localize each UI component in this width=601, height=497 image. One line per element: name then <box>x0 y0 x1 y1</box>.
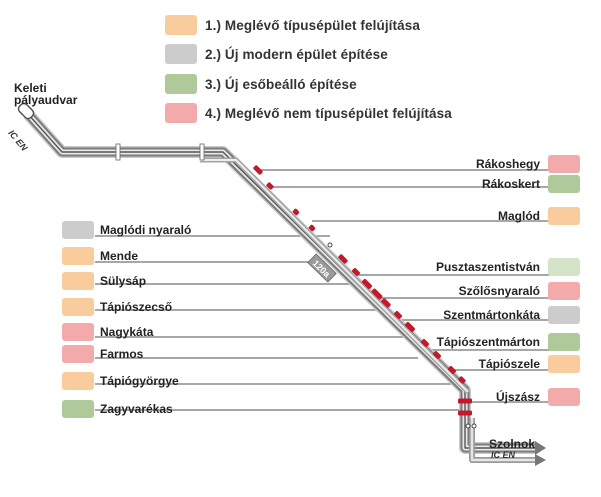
terminal-keleti-line2: pályaudvar <box>14 93 78 107</box>
legend-item-1: 1.) Meglévő típusépület felújítása <box>165 14 420 36</box>
platform-marker <box>433 351 441 359</box>
station-label: Maglódi nyaraló <box>100 223 192 237</box>
station-label: Sülysáp <box>100 274 147 288</box>
legend-swatch-1 <box>165 15 197 35</box>
station-swatch <box>548 207 580 225</box>
platform-marker <box>458 398 472 404</box>
station-swatch <box>548 155 580 173</box>
station-swatch <box>62 247 94 265</box>
terminal-szolnok-name: Szolnok <box>489 437 536 451</box>
platform-marker <box>266 182 274 190</box>
platform-marker <box>394 311 402 319</box>
station-swatch <box>548 333 580 351</box>
station-farmos: Farmos <box>62 345 143 363</box>
station-label: Maglód <box>498 209 540 223</box>
station-rakoshegy: Rákoshegy <box>420 155 580 173</box>
track-separators <box>115 143 205 161</box>
station-szolosnyaralo: Szőlősnyaraló <box>420 282 580 300</box>
legend-label-4: 4.) Meglévő nem típusépület felújítása <box>205 105 452 121</box>
station-swatch <box>548 355 580 373</box>
platform-marker <box>458 410 472 416</box>
station-swatch <box>548 258 580 276</box>
platform-marker <box>361 278 373 290</box>
station-label: Tápiószentmárton <box>436 335 540 349</box>
station-label: Farmos <box>100 347 144 361</box>
terminal-keleti-line1: Keleti <box>14 81 47 95</box>
platform-markers <box>253 165 472 416</box>
station-swatch <box>548 175 580 193</box>
station-label: Pusztaszentistván <box>435 260 540 274</box>
station-tapioszecso: Tápiószecső <box>62 298 172 316</box>
legend-swatch-2 <box>165 44 197 64</box>
station-maglodi-nyaralo: Maglódi nyaraló <box>62 221 191 239</box>
legend-swatch-3 <box>165 74 197 94</box>
legend-swatch-4 <box>165 103 197 123</box>
legend-item-3: 3.) Új esőbeálló építése <box>165 73 357 95</box>
terminal-szolnok-service: IC EN <box>491 450 516 460</box>
station-swatch <box>62 298 94 316</box>
legend-label-3: 3.) Új esőbeálló építése <box>205 76 357 92</box>
station-swatch <box>62 323 94 341</box>
station-swatch <box>62 345 94 363</box>
station-rakoskert: Rákoskert <box>420 175 580 193</box>
station-swatch <box>548 282 580 300</box>
station-ujszasz: Újszász <box>420 388 580 406</box>
platform-marker <box>292 208 300 216</box>
station-sulysap: Sülysáp <box>62 272 146 290</box>
station-mende: Mende <box>62 247 138 265</box>
station-zagyvarekas: Zagyvarékas <box>62 400 173 418</box>
station-swatch <box>548 388 580 406</box>
station-maglod: Maglód <box>420 207 580 225</box>
terminal-cap-keleti <box>17 102 35 120</box>
station-tapioszele: Tápiószele <box>420 355 580 373</box>
station-label: Szentmártonkáta <box>443 308 540 322</box>
legend-item-2: 2.) Új modern épület építése <box>165 43 388 65</box>
station-label: Szőlősnyaraló <box>458 284 540 298</box>
station-label: Tápiószele <box>478 357 540 371</box>
station-label: Rákoshegy <box>475 157 540 171</box>
station-tapioszentmarton: Tápiószentmárton <box>420 333 580 351</box>
station-label: Újszász <box>495 390 540 404</box>
station-swatch <box>62 372 94 390</box>
platform-marker <box>338 254 348 264</box>
platform-marker <box>448 366 456 374</box>
station-szentmartonkata: Szentmártonkáta <box>420 306 580 324</box>
platform-marker <box>352 268 360 276</box>
station-swatch <box>62 272 94 290</box>
platform-marker <box>381 298 391 308</box>
station-label: Nagykáta <box>100 325 154 339</box>
track-bundle <box>23 109 535 463</box>
platform-marker <box>371 288 383 300</box>
platform-marker <box>458 376 466 384</box>
station-pusztaszentistvan: Pusztaszentistván <box>420 258 580 276</box>
station-label: Mende <box>100 249 139 263</box>
legend-item-4: 4.) Meglévő nem típusépület felújítása <box>165 102 452 124</box>
station-label: Tápiószecső <box>100 300 173 314</box>
station-tapiogyorgye: Tápiógyörgye <box>62 372 179 390</box>
platform-marker <box>253 165 263 175</box>
station-swatch <box>62 400 94 418</box>
station-label: Tápiógyörgye <box>100 374 179 388</box>
legend-label-1: 1.) Meglévő típusépület felújítása <box>205 17 420 33</box>
platform-marker <box>308 224 316 232</box>
legend-label-2: 2.) Új modern épület építése <box>205 46 388 62</box>
direction-arrows <box>535 441 546 466</box>
platform-marker <box>421 339 429 347</box>
station-nagykata: Nagykáta <box>62 323 153 341</box>
leader-lines <box>95 169 555 411</box>
junction-markers <box>327 242 477 429</box>
station-label: Zagyvarékas <box>100 402 173 416</box>
platform-marker <box>404 321 416 333</box>
station-label: Rákoskert <box>481 177 540 191</box>
station-swatch <box>548 306 580 324</box>
station-swatch <box>62 221 94 239</box>
